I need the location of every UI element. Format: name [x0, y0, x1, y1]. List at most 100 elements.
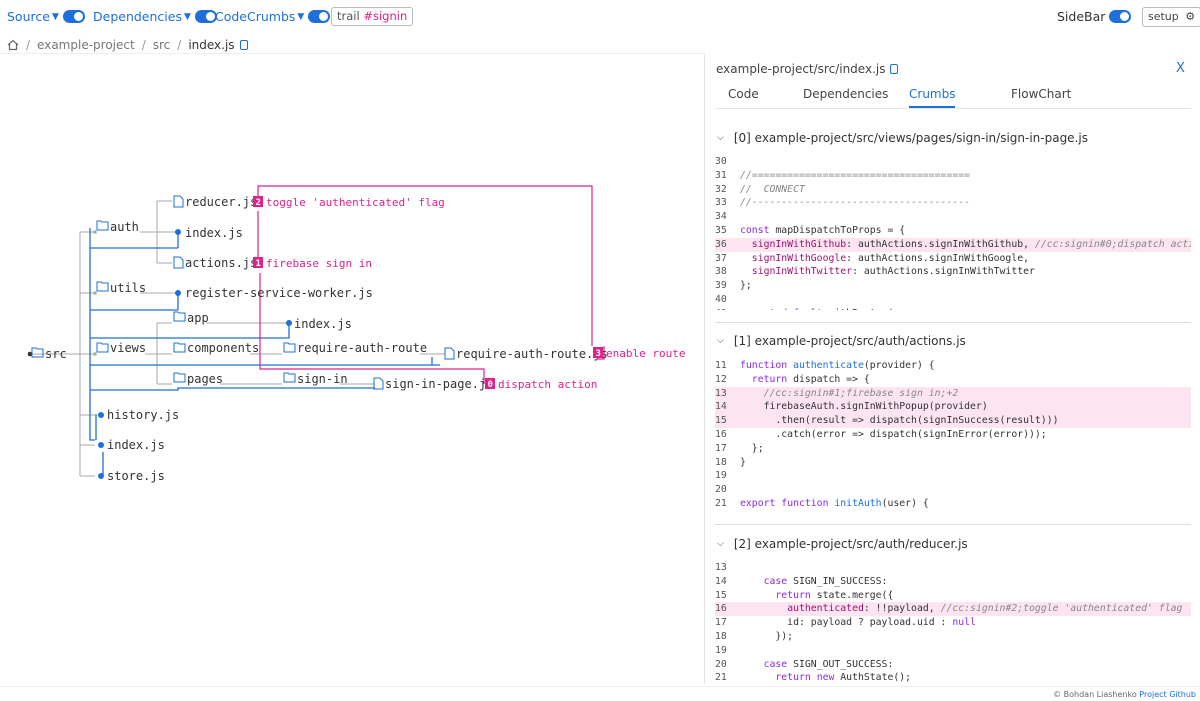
code-line: 13 — [715, 561, 1191, 575]
tab-crumbs[interactable]: Crumbs — [909, 87, 956, 108]
line-number: 30 — [715, 156, 727, 167]
panel-title-text: example-project/src/index.js — [716, 62, 886, 76]
line-number: 13 — [715, 562, 727, 573]
line-number: 36 — [715, 238, 727, 250]
code-line: 40 — [715, 293, 1191, 307]
code-line: 36 signInWithGithub: authActions.signInW… — [715, 237, 1191, 252]
chevron-down-icon[interactable]: ▼ — [297, 11, 305, 22]
file-require-auth-route[interactable]: require-auth-route.js — [456, 347, 608, 361]
trail-prefix: trail — [337, 9, 364, 23]
dependency-graph[interactable]: src auth utils views app components page… — [0, 54, 704, 684]
source-toggle[interactable]: Source ▼ — [7, 9, 85, 24]
folder-utils[interactable]: utils — [110, 281, 146, 295]
file-app-index[interactable]: index.js — [294, 317, 352, 331]
code-line: 17 }; — [715, 442, 1191, 456]
setup-button[interactable]: setup ⚙ — [1142, 7, 1200, 27]
crumb-label: dispatch action — [498, 378, 597, 391]
setup-label[interactable]: setup — [1148, 10, 1179, 23]
dependency-lines — [89, 228, 440, 477]
folder-app[interactable]: app — [187, 311, 209, 325]
close-icon[interactable]: X — [1176, 61, 1185, 76]
line-number: 18 — [715, 456, 727, 468]
toggle-switch-icon[interactable] — [62, 10, 85, 23]
code-text: //------------------------------------- — [740, 197, 971, 209]
folder-components[interactable]: components — [187, 341, 259, 355]
copy-icon[interactable] — [239, 39, 248, 50]
panel-tabs: Code Dependencies Crumbs FlowChart — [715, 82, 1191, 109]
breadcrumb-separator: / — [26, 37, 31, 52]
toggle-switch-icon[interactable] — [308, 10, 331, 23]
code-text: case SIGN_OUT_SUCCESS: — [763, 658, 894, 670]
line-number: 20 — [715, 484, 727, 496]
trail-tag: #signin — [363, 9, 408, 23]
project-github-link[interactable]: Project Github — [1139, 690, 1196, 699]
line-number: 11 — [715, 360, 727, 371]
copy-icon[interactable] — [890, 64, 899, 74]
folder-views[interactable]: views — [110, 341, 146, 355]
folder-sign-in[interactable]: sign-in — [297, 372, 348, 386]
gear-icon[interactable]: ⚙ — [1185, 10, 1196, 23]
chevron-down-icon[interactable]: ⌵ — [717, 336, 724, 346]
code-line: 38 signInWithTwitter: authActions.signIn… — [715, 265, 1191, 279]
crumb-badge-1[interactable]: 1 firebase sign in — [253, 257, 372, 270]
chevron-down-icon[interactable]: ⌵ — [717, 133, 724, 143]
crumb-badge-0[interactable]: 0 dispatch action — [485, 378, 597, 391]
code-text: signInWithGithub: authActions.signInWith… — [751, 238, 1191, 250]
folder-src[interactable]: src — [45, 347, 67, 361]
code-line: 18} — [715, 456, 1191, 470]
crumb-section-header[interactable]: ⌵ [2] example-project/src/auth/reducer.j… — [717, 537, 968, 551]
crumb-badge-3[interactable]: 3 enable route — [593, 347, 685, 360]
dependencies-label[interactable]: Dependencies — [93, 9, 182, 24]
folder-require-auth-route[interactable]: require-auth-route — [297, 341, 427, 355]
line-number: 17 — [715, 442, 727, 454]
line-number: 37 — [715, 252, 727, 264]
file-register-service-worker[interactable]: register-service-worker.js — [185, 286, 373, 300]
breadcrumb-item-project[interactable]: example-project — [37, 37, 135, 52]
tab-flowchart[interactable]: FlowChart — [1011, 87, 1072, 101]
breadcrumb: / example-project / src / index.js — [7, 36, 248, 53]
line-number: 20 — [715, 658, 727, 670]
folder-icon — [283, 372, 296, 383]
code-line: 17 id: payload ? payload.uid : null — [715, 616, 1191, 630]
tab-code[interactable]: Code — [728, 87, 759, 101]
file-src-index[interactable]: index.js — [107, 438, 165, 452]
tab-dependencies[interactable]: Dependencies — [803, 87, 889, 101]
folder-auth[interactable]: auth — [110, 220, 139, 234]
graph-nodes — [27, 229, 292, 479]
sidebar-toggle[interactable]: SideBar — [1057, 9, 1132, 24]
breadcrumb-item-src[interactable]: src — [152, 37, 171, 52]
codecrumbs-label[interactable]: CodeCrumbs — [215, 9, 296, 24]
sidebar-label[interactable]: SideBar — [1057, 9, 1106, 24]
code-line: 32// CONNECT — [715, 183, 1191, 197]
code-text: case SIGN_IN_SUCCESS: — [763, 575, 888, 587]
crumb-label: toggle 'authenticated' flag — [266, 196, 445, 209]
code-line: 20 case SIGN_OUT_SUCCESS: — [715, 658, 1191, 672]
crumb-badge-2[interactable]: 2 toggle 'authenticated' flag — [253, 196, 445, 209]
folder-icon — [31, 347, 44, 358]
chevron-down-icon[interactable]: ▼ — [183, 11, 191, 22]
line-number: 17 — [715, 617, 727, 629]
file-actions[interactable]: actions.js — [185, 256, 257, 270]
trail-selector[interactable]: trail #signin — [331, 7, 414, 26]
file-reducer[interactable]: reducer.js — [185, 195, 257, 209]
chevron-down-icon[interactable]: ▼ — [51, 11, 59, 22]
folder-pages[interactable]: pages — [187, 372, 223, 386]
codecrumbs-toggle[interactable]: CodeCrumbs ▼ — [215, 9, 331, 24]
file-history[interactable]: history.js — [107, 408, 179, 422]
crumb-section-header[interactable]: ⌵ [1] example-project/src/auth/actions.j… — [717, 334, 966, 348]
folder-icon — [283, 342, 296, 353]
source-label[interactable]: Source — [7, 9, 50, 24]
file-store[interactable]: store.js — [107, 469, 165, 483]
home-icon[interactable] — [7, 39, 19, 51]
file-sign-in-page[interactable]: sign-in-page.js — [385, 377, 493, 391]
dependencies-toggle[interactable]: Dependencies ▼ — [93, 9, 217, 24]
toggle-switch-icon[interactable] — [1109, 10, 1132, 23]
chevron-down-icon[interactable]: ⌵ — [717, 539, 724, 549]
crumb-section-header[interactable]: ⌵ [0] example-project/src/views/pages/si… — [717, 131, 1088, 145]
line-number: 39 — [715, 280, 727, 292]
toggle-switch-icon[interactable] — [194, 10, 217, 23]
file-auth-index[interactable]: index.js — [185, 226, 243, 240]
code-line: 19 — [715, 469, 1191, 483]
